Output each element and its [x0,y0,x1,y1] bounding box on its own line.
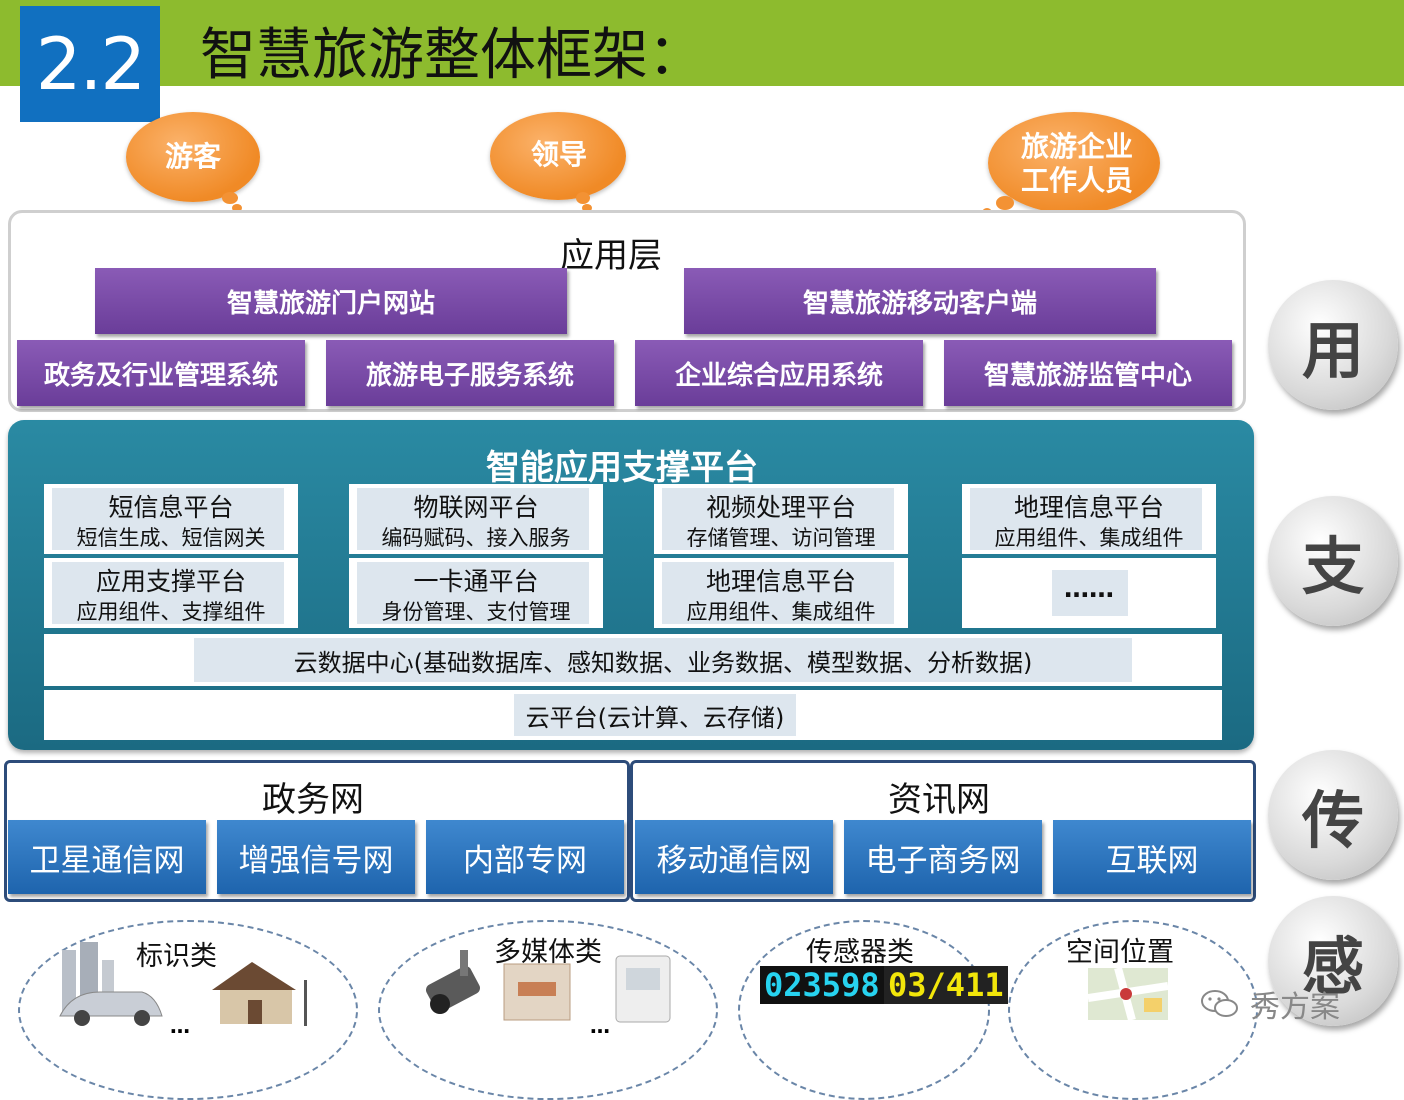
platform-cell: 物联网平台 编码赋码、接入服务 [349,484,603,554]
application-layer-title: 应用层 [560,236,662,276]
sensor-readout-2: 03/411 [884,966,1008,1004]
platform-sub: 存储管理、访问管理 [686,526,876,550]
platform-title: 视频处理平台 [705,493,856,522]
sensing-label-multimedia: 多媒体类 [494,937,602,968]
watermark-text: 秀方案 [1250,990,1340,1025]
platform-title: 物联网平台 [413,493,539,522]
info-network-title: 资讯网 [888,780,990,820]
side-label-apply: 用 [1268,280,1398,410]
satellite-network-box: 卫星通信网 [8,820,206,894]
camera-media-illustration [425,950,671,1023]
platform-sub: 编码赋码、接入服务 [381,526,571,550]
cloud-user-tourist: 游客 [118,104,268,219]
platform-cell: 应用支撑平台 应用组件、支撑组件 [44,558,298,628]
platform-title: 地理信息平台 [705,567,856,596]
ellipsis-mark: … [590,1014,610,1038]
cloud-label: 游客 [164,140,221,173]
internal-network-box: 内部专网 [426,820,624,894]
section-number: 2.2 [20,6,160,122]
cloud-platform-row: 云平台(云计算、云存储) [44,690,1222,740]
platform-title: 应用支撑平台 [95,567,246,596]
cloud-label-line1: 旅游企业 [1020,130,1133,163]
side-label-transmit: 传 [1268,750,1398,880]
platform-sub: 应用组件、集成组件 [686,600,876,624]
enterprise-app-system-box: 企业综合应用系统 [635,340,923,406]
internet-box: 互联网 [1053,820,1251,894]
sensing-label-identifier: 标识类 [136,941,217,972]
portal-website-box: 智慧旅游门户网站 [95,268,567,334]
mobile-network-box: 移动通信网 [635,820,833,894]
wechat-icon [1201,990,1238,1017]
enhanced-signal-network-box: 增强信号网 [217,820,415,894]
mobile-client-box: 智慧旅游移动客户端 [684,268,1156,334]
platform-sub: 短信生成、短信网关 [76,526,266,550]
gov-management-system-box: 政务及行业管理系统 [17,340,305,406]
platform-cell: 视频处理平台 存储管理、访问管理 [654,484,908,554]
platform-title: 地理信息平台 [1013,493,1164,522]
cloud-label: 领导 [530,138,587,171]
supervision-center-box: 智慧旅游监管中心 [944,340,1232,406]
cloud-user-leader: 领导 [484,104,634,219]
platform-sub: 身份管理、支付管理 [381,600,571,624]
platform-title: …… [1064,574,1114,603]
sensing-label-location: 空间位置 [1066,937,1174,968]
platform-sub: 应用组件、支撑组件 [76,600,266,624]
cloud-data-center-label: 云数据中心(基础数据库、感知数据、业务数据、模型数据、分析数据) [194,638,1132,682]
sensing-label-sensor: 传感器类 [806,937,914,968]
sensor-readout-1: 023598 [760,966,884,1004]
gov-network-title: 政务网 [262,780,364,820]
support-layer-title: 智能应用支撑平台 [486,448,758,488]
side-label-sense: 感 [1268,896,1398,1026]
platform-cell: 地理信息平台 应用组件、集成组件 [962,484,1216,554]
ellipsis-mark: … [170,1014,190,1038]
cloud-user-enterprise-staff: 旅游企业 工作人员 [976,108,1162,223]
page-title: 智慧旅游整体框架： [200,23,704,88]
watermark: 秀方案 [1200,982,1340,1026]
city-car-illustration [59,942,307,1026]
platform-sub: 应用组件、集成组件 [994,526,1184,550]
map-location-illustration [1088,968,1168,1020]
platform-cell: 一卡通平台 身份管理、支付管理 [349,558,603,628]
platform-cell: 短信息平台 短信生成、短信网关 [44,484,298,554]
side-label-support: 支 [1268,496,1398,626]
platform-title: 一卡通平台 [413,567,539,596]
header-bar [0,0,1404,86]
cloud-platform-label: 云平台(云计算、云存储) [514,694,796,736]
ecommerce-network-box: 电子商务网 [844,820,1042,894]
cloud-label-line2: 工作人员 [1020,164,1133,197]
e-service-system-box: 旅游电子服务系统 [326,340,614,406]
platform-cell: 地理信息平台 应用组件、集成组件 [654,558,908,628]
platform-cell-more: …… [962,558,1216,628]
cloud-data-center-row: 云数据中心(基础数据库、感知数据、业务数据、模型数据、分析数据) [44,634,1222,686]
platform-title: 短信息平台 [108,493,234,522]
